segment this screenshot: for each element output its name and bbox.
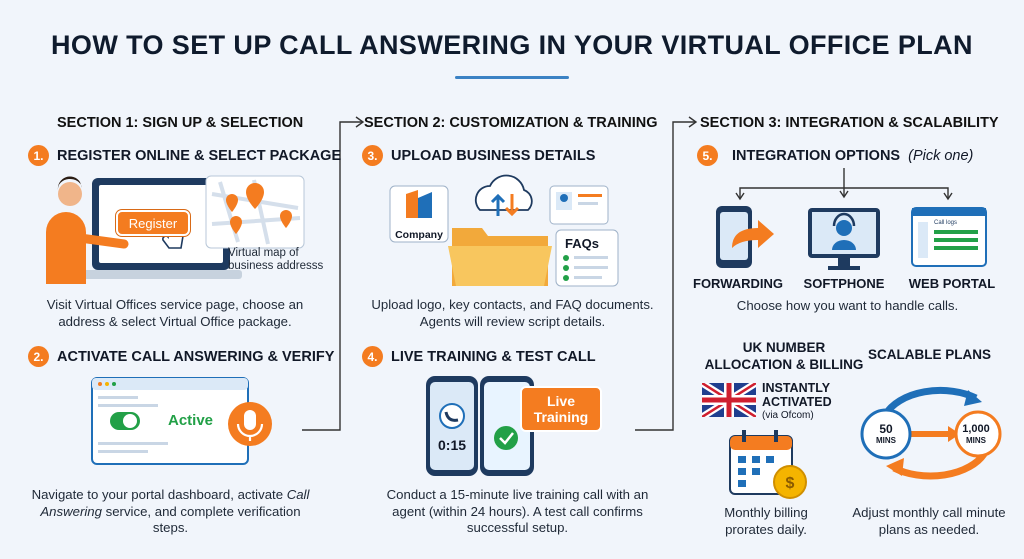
scalable-description: Adjust monthly call minute plans as need… <box>852 505 1006 537</box>
company-logo-label: Company <box>395 229 443 241</box>
plan-from-value: 50 <box>879 422 893 436</box>
plan-to-value: 1,000 <box>962 423 990 435</box>
step-1-number: 1. <box>28 145 49 166</box>
step-1-title: REGISTER ONLINE & SELECT PACKAGE <box>57 147 342 164</box>
scalable-plans-diagram <box>860 386 1002 480</box>
scalable-plans-title: SCALABLE PLANS <box>868 347 992 362</box>
plan-to-unit: MINS <box>966 436 986 445</box>
step-2-title: ACTIVATE CALL ANSWERING & VERIFY <box>57 348 335 365</box>
map-caption: Virtual map of business addresss <box>228 247 324 272</box>
step-3-description: Upload logo, key contacts, and FAQ docum… <box>371 297 654 329</box>
step-2-description: Navigate to your portal dashboard, activ… <box>28 487 313 537</box>
billing-description: Monthly billing prorates daily. <box>724 505 808 537</box>
section-2-heading: SECTION 2: CUSTOMIZATION & TRAINING <box>364 115 658 131</box>
instantly-activated-label: INSTANTLY ACTIVATED <box>762 381 832 409</box>
step-5-title: INTEGRATION OPTIONS <box>732 147 901 164</box>
title-underline <box>455 76 569 79</box>
step-3-title: UPLOAD BUSINESS DETAILS <box>391 147 596 164</box>
step-2-header: 2. ACTIVATE CALL ANSWERING & VERIFY <box>28 346 334 367</box>
option-forwarding[interactable]: FORWARDING <box>693 276 784 291</box>
register-button[interactable]: Register <box>116 210 190 236</box>
step-1-header: 1. REGISTER ONLINE & SELECT PACKAGE <box>28 145 341 166</box>
step-3-header: 3. UPLOAD BUSINESS DETAILS <box>362 145 595 166</box>
step-5-description: Choose how you want to handle calls. <box>736 298 959 313</box>
portal-dashboard-illustration <box>91 377 272 465</box>
svg-text:$: $ <box>786 475 795 492</box>
plan-from: 50 MINS <box>862 423 910 447</box>
calendar-billing-icon: $ <box>729 430 807 499</box>
step-2-number: 2. <box>28 346 49 367</box>
plan-to: 1,000 MINS <box>952 423 1000 447</box>
section-3-heading: SECTION 3: INTEGRATION & SCALABILITY <box>700 115 999 131</box>
step-2-desc-pre: Navigate to your portal dashboard, activ… <box>31 487 287 502</box>
option-softphone[interactable]: SOFTPHONE <box>803 276 885 291</box>
step-4-title: LIVE TRAINING & TEST CALL <box>391 348 596 365</box>
step-3-number: 3. <box>362 145 383 166</box>
uk-flag-icon <box>702 383 756 417</box>
step-5-number: 5. <box>697 145 718 166</box>
step-2-desc-post: service, and complete verification steps… <box>101 503 301 536</box>
step-4-description: Conduct a 15-minute live training call w… <box>386 487 649 535</box>
page-title: HOW TO SET UP CALL ANSWERING IN YOUR VIR… <box>51 30 973 60</box>
connector-arrow-1 <box>302 116 365 431</box>
option-web-portal[interactable]: WEB PORTAL <box>908 276 996 291</box>
connector-arrow-2 <box>635 116 698 431</box>
upload-illustration <box>389 174 619 287</box>
integration-options-illustration <box>716 168 987 270</box>
step-5-header: 5. INTEGRATION OPTIONS (Pick one) <box>697 145 973 166</box>
faqs-label: FAQs <box>565 236 599 251</box>
ofcom-note: (via Ofcom) <box>762 410 814 421</box>
call-answering-emphasis: Call Answering <box>40 487 310 519</box>
live-training-badge: Live Training <box>520 386 602 432</box>
portal-screen-text: Call logs <box>934 220 958 226</box>
step-4-number: 4. <box>362 346 383 367</box>
step-4-header: 4. LIVE TRAINING & TEST CALL <box>362 346 596 367</box>
step-1-description: Visit Virtual Offices service page, choo… <box>46 297 304 329</box>
pick-one-note: (Pick one) <box>908 147 974 164</box>
uk-number-title: UK NUMBER ALLOCATION & BILLING <box>704 340 864 372</box>
call-timer: 0:15 <box>438 437 467 453</box>
active-status-label: Active <box>168 412 214 429</box>
plan-from-unit: MINS <box>876 436 896 445</box>
section-1-heading: SECTION 1: SIGN UP & SELECTION <box>57 115 304 131</box>
